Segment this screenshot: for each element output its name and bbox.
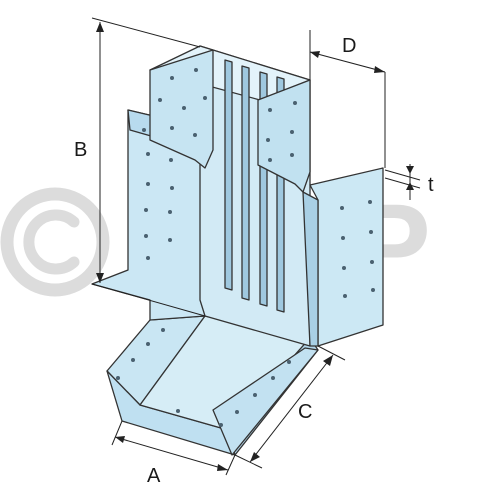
- dim-label-t: t: [428, 174, 434, 196]
- hole: [287, 360, 291, 364]
- hole: [158, 98, 162, 102]
- dim-label-b: B: [74, 139, 87, 161]
- arrow-a-right: [217, 464, 228, 471]
- hole: [293, 101, 297, 105]
- hole: [219, 423, 223, 427]
- hole: [266, 138, 270, 142]
- hole: [131, 358, 135, 362]
- copyright-circle: [0, 187, 110, 297]
- base-holes: [116, 328, 291, 427]
- hole: [168, 238, 172, 242]
- dim-a-ext-left: [111, 420, 123, 446]
- copyright-c-glyph: [23, 209, 80, 275]
- base-seat: [106, 315, 319, 456]
- upper-left-tab-holes: [158, 68, 207, 137]
- hole: [170, 186, 174, 190]
- hole: [371, 288, 375, 292]
- hole: [170, 126, 174, 130]
- hole: [182, 106, 186, 110]
- hole: [193, 133, 197, 137]
- hole: [146, 342, 150, 346]
- hole: [161, 328, 165, 332]
- upper-left-tab: [149, 49, 214, 169]
- hole: [146, 152, 150, 156]
- right-flange-plate: [309, 167, 384, 347]
- dim-c-line: [249, 354, 334, 463]
- dim-d-line: [309, 51, 386, 73]
- arrow-a-left: [115, 436, 125, 443]
- base-right-wing: [212, 347, 319, 456]
- upper-left-tab-plate: [149, 49, 214, 169]
- hole: [369, 230, 373, 234]
- hole: [144, 234, 148, 238]
- hole: [290, 153, 294, 157]
- hole: [342, 266, 346, 270]
- hole: [116, 376, 120, 380]
- dim-c-ext-top: [317, 345, 346, 361]
- right-flange: [302, 167, 384, 347]
- dim-c-ext-bottom: [234, 454, 263, 469]
- hole: [268, 158, 272, 162]
- arrow-t-top: [406, 166, 414, 174]
- arrow-d-left: [310, 51, 320, 58]
- hole: [146, 182, 150, 186]
- hole: [271, 376, 275, 380]
- arrow-d-right: [374, 66, 385, 73]
- dim-label-c: C: [298, 401, 312, 423]
- hole: [169, 158, 173, 162]
- hole: [168, 210, 172, 214]
- hole: [194, 68, 198, 72]
- dim-a-ext-right: [225, 454, 236, 476]
- right-flange-holes: [340, 200, 375, 298]
- dim-label-d: D: [342, 35, 356, 57]
- hole: [142, 128, 146, 132]
- hole: [253, 393, 257, 397]
- dim-a-line: [114, 436, 229, 471]
- dim-b-ext-bottom: [91, 283, 206, 317]
- arrowheads: [96, 22, 414, 471]
- hole: [203, 96, 207, 100]
- hole: [341, 236, 345, 240]
- hole: [368, 200, 372, 204]
- hole: [235, 410, 239, 414]
- hole: [146, 256, 150, 260]
- slot: [224, 59, 233, 291]
- hole: [343, 294, 347, 298]
- arrow-b-top: [96, 22, 104, 32]
- dim-label-a: A: [147, 465, 161, 487]
- dim-t-ext-bottom: [384, 177, 421, 189]
- dimension-lines: [91, 17, 421, 476]
- slot: [241, 65, 250, 301]
- arrow-c-top: [323, 355, 333, 366]
- upper-right-tab-holes: [266, 101, 297, 162]
- arrow-t-bottom: [406, 182, 414, 190]
- hole: [144, 208, 148, 212]
- hole: [268, 108, 272, 112]
- hole: [290, 130, 294, 134]
- hole: [370, 260, 374, 264]
- hole: [170, 76, 174, 80]
- hole: [176, 409, 180, 413]
- hole: [340, 206, 344, 210]
- dim-b-ext-top: [91, 17, 201, 48]
- arrow-b-bottom: [96, 273, 104, 283]
- arrow-c-bottom: [250, 452, 260, 462]
- left-flange-holes: [142, 128, 174, 260]
- dim-t-ext-top: [384, 169, 421, 181]
